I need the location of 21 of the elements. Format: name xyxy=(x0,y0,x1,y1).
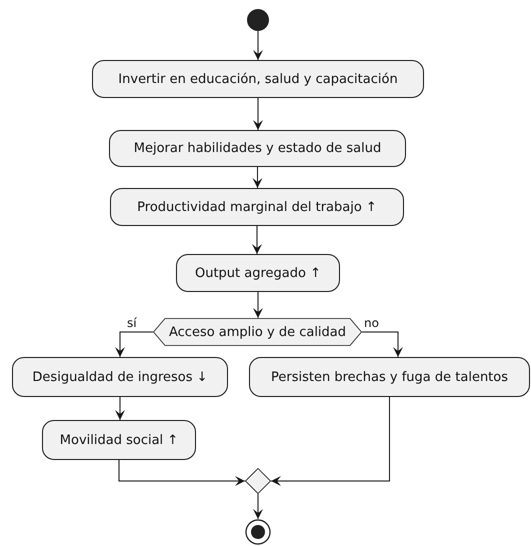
edge-label: sí xyxy=(127,317,137,330)
action-box: Invertir en educación, salud y capacitación xyxy=(92,60,424,98)
edge-label: no xyxy=(364,317,379,330)
arrow xyxy=(253,494,263,520)
action-box: Productividad marginal del trabajo ↑ xyxy=(110,188,404,226)
arrow xyxy=(252,166,262,188)
arrow xyxy=(118,460,246,486)
action-box: Movilidad social ↑ xyxy=(42,420,196,460)
arrow xyxy=(115,396,125,420)
arrow xyxy=(252,226,262,254)
action-box: Output agregado ↑ xyxy=(176,254,340,292)
action-box: Persisten brechas y fuga de talentos xyxy=(249,357,530,397)
arrow xyxy=(270,396,390,486)
arrow xyxy=(253,292,263,318)
arrow xyxy=(253,98,263,130)
arrow xyxy=(115,332,154,358)
arrow xyxy=(362,332,403,358)
action-box: Mejorar habilidades y estado de salud xyxy=(109,130,406,167)
decision-label: Acceso amplio y de calidad xyxy=(168,324,346,340)
action-box: Desigualdad de ingresos ↓ xyxy=(12,357,228,397)
arrow xyxy=(253,30,263,60)
